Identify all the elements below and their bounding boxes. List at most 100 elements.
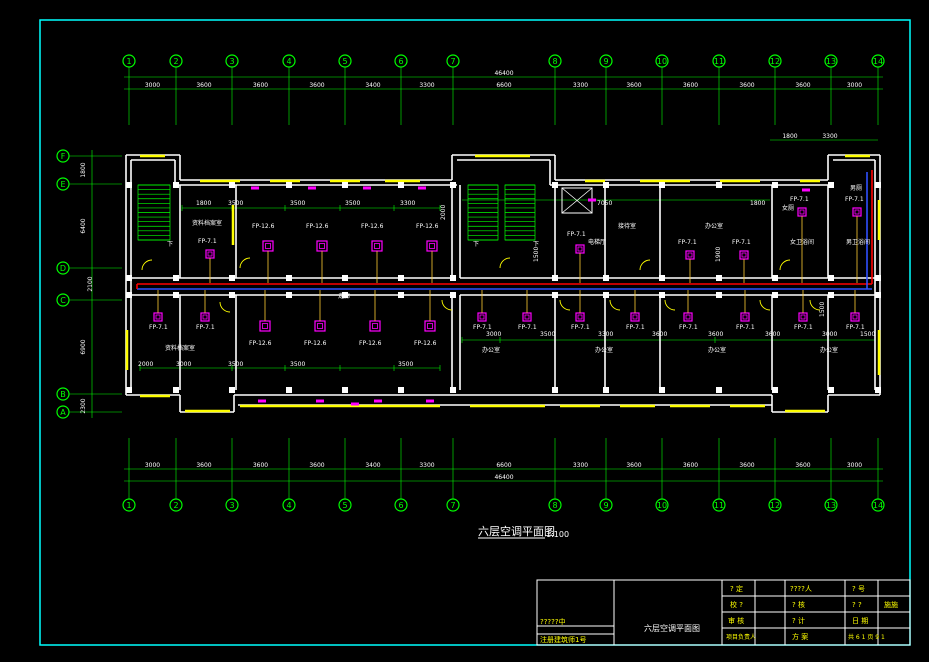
diffuser	[351, 402, 359, 406]
fcu-label: FP-12.6	[416, 223, 439, 230]
axis-number-bottom: 3	[229, 501, 234, 510]
column	[772, 292, 778, 298]
column	[173, 387, 179, 393]
fan-coil-core	[632, 314, 638, 320]
fcu-label: FP-7.1	[732, 239, 751, 246]
fcu-label: FP-7.1	[518, 324, 537, 331]
fan-coil-unit	[798, 312, 808, 322]
tb-c-sheet: 共 6 1 页 9 1	[848, 633, 885, 641]
row-letter: E	[60, 180, 65, 189]
column	[342, 182, 348, 188]
column	[875, 387, 881, 393]
column	[342, 292, 348, 298]
axis-number-top: 10	[657, 57, 667, 66]
axis-number-bottom: 8	[552, 501, 557, 510]
column	[828, 292, 834, 298]
column	[342, 275, 348, 281]
door-arc	[664, 299, 676, 311]
room-label-office-b2: 办公室	[595, 346, 613, 354]
left-dim: 6400	[80, 218, 87, 233]
fan-coil-unit	[630, 312, 640, 322]
span-dim-top: 3600	[196, 82, 211, 89]
title-block: ?????中 注册建筑师1号 六层空调平面图 ? 定 校 ? 审 核 项目负责人…	[536, 579, 911, 646]
fan-coil-unit	[575, 244, 585, 254]
total-dim-top: 46400	[494, 70, 513, 77]
fcu-label: FP-7.1	[149, 324, 168, 331]
room-label-bottom-left: 资料档案室	[165, 344, 195, 352]
fcu-label: FP-7.1	[473, 324, 492, 331]
fan-coil-core	[427, 323, 433, 329]
inner-dim-top: 3500	[290, 200, 305, 207]
axis-number-bottom: 13	[826, 501, 836, 510]
span-dim-bottom: 3400	[365, 462, 380, 469]
room-label-office-top: 办公室	[705, 222, 723, 230]
diffuser	[588, 198, 596, 202]
row-letter: D	[60, 264, 66, 273]
row-letter: C	[60, 296, 66, 305]
axis-number-top: 3	[229, 57, 234, 66]
room-label-room-mid-top: 接待室	[618, 222, 636, 230]
fcu-label: FP-12.6	[361, 223, 384, 230]
span-dim-bottom: 3300	[573, 462, 588, 469]
fcu-label: FP-7.1	[571, 324, 590, 331]
inner-dim-top: 3500	[345, 200, 360, 207]
room-label-stair-down3: 下	[533, 241, 539, 248]
diffuser	[374, 399, 382, 403]
span-dim-bottom: 3600	[683, 462, 698, 469]
door-arc	[239, 257, 251, 269]
span-dim-top: 3600	[795, 82, 810, 89]
diffuser	[802, 188, 810, 192]
column	[229, 275, 235, 281]
fcu-label: FP-12.6	[304, 340, 327, 347]
axis-number-top: 5	[342, 57, 347, 66]
span-dim-top: 3600	[309, 82, 324, 89]
room-label-office-b3: 办公室	[708, 346, 726, 354]
fan-coil-unit	[153, 312, 163, 322]
inner-dim-bottom: 3500	[290, 361, 305, 368]
axis-number-top: 1	[126, 57, 131, 66]
door-arc	[609, 299, 621, 311]
column	[603, 275, 609, 281]
door-arc	[639, 259, 651, 271]
axis-number-bottom: 12	[770, 501, 780, 510]
column	[552, 387, 558, 393]
span-dim-bottom: 3600	[253, 462, 268, 469]
misc-dim: 1900	[715, 247, 722, 262]
fcu-label: FP-7.1	[794, 324, 813, 331]
fan-coil-core	[155, 314, 161, 320]
dimension-lines: 46400 46400 3000 3000 3600 3600 3600 3600 3600 36…	[69, 67, 883, 499]
column	[450, 182, 456, 188]
tb-c-num: ? 号	[852, 585, 865, 593]
right-dim-top: 1800	[782, 133, 797, 140]
fan-coil-unit	[426, 240, 438, 252]
fan-coil-unit	[200, 312, 210, 322]
axis-number-top: 13	[826, 57, 836, 66]
fcu-label: FP-7.1	[679, 324, 698, 331]
span-dim-top: 3000	[145, 82, 160, 89]
axis-number-top: 7	[450, 57, 455, 66]
fcu-label: FP-7.1	[845, 196, 864, 203]
span-dim-bottom: 3000	[847, 462, 862, 469]
span-dim-bottom: 3600	[739, 462, 754, 469]
column	[286, 275, 292, 281]
fan-coil-unit	[477, 312, 487, 322]
room-label-men-wc: 男厕	[850, 185, 862, 192]
column	[603, 182, 609, 188]
row-letter: A	[60, 408, 66, 417]
fan-coil-unit	[424, 320, 436, 332]
column	[173, 275, 179, 281]
inner-dim-bottom: 2000	[138, 361, 153, 368]
fan-coil-core	[854, 209, 860, 215]
axis-number-bottom: 5	[342, 501, 347, 510]
span-dim-top: 3600	[253, 82, 268, 89]
left-dim: 2300	[80, 398, 87, 413]
misc-dim: 1500	[819, 302, 826, 317]
total-dim-bottom: 46400	[494, 474, 513, 481]
column	[828, 387, 834, 393]
inner-dim-top: 3300	[400, 200, 415, 207]
tb-c-stage: ? ?	[852, 601, 862, 609]
misc-dim: 1500	[533, 247, 540, 262]
fan-coil-core	[577, 246, 583, 252]
diffuser	[363, 186, 371, 190]
